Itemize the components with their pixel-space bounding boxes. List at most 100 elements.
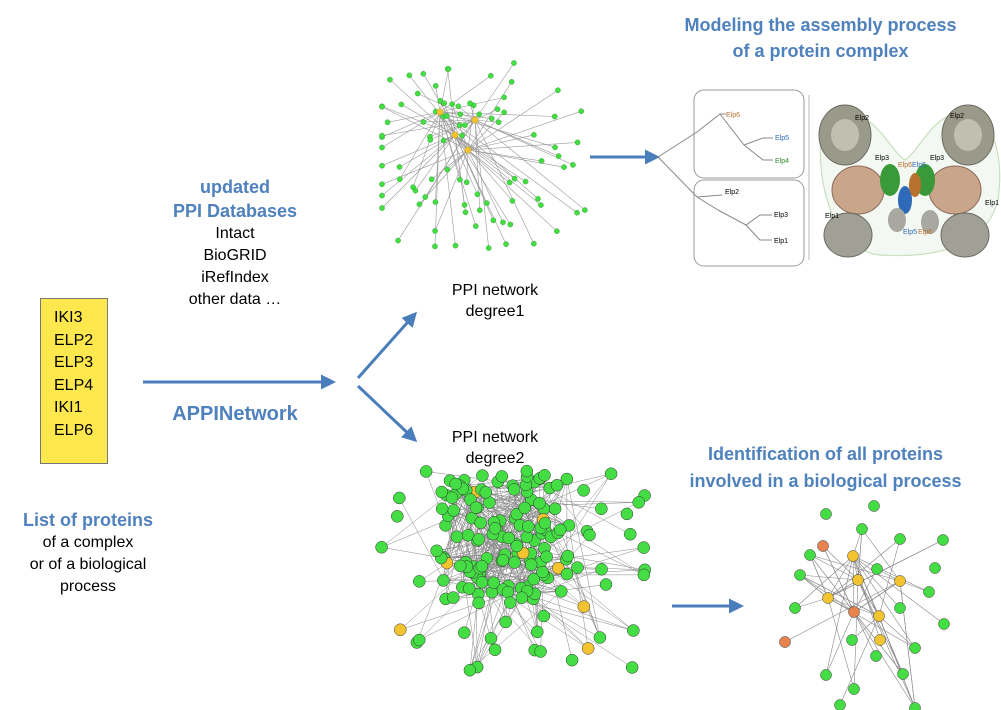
network-node	[444, 166, 451, 173]
network-node	[427, 137, 434, 143]
databases-title-line1: updated	[200, 177, 270, 197]
network-edge	[839, 615, 880, 706]
network-edge	[827, 597, 855, 690]
network-edge	[381, 111, 441, 148]
network-edge	[467, 112, 505, 151]
assembly-title-line2: of a protein complex	[732, 41, 909, 61]
network-node	[487, 576, 501, 589]
network-edge	[474, 62, 515, 121]
network-node	[462, 122, 468, 129]
network-node	[522, 520, 535, 533]
network-node	[432, 83, 439, 89]
network-edge	[559, 529, 601, 638]
network-node	[488, 72, 494, 79]
network-node	[533, 496, 546, 510]
network-edge	[419, 149, 469, 205]
network-edge	[853, 568, 878, 613]
network-node	[398, 101, 405, 108]
network-node	[510, 539, 524, 553]
tool-name: APPINetwork	[172, 403, 298, 425]
network-edge	[478, 539, 523, 598]
network-node	[483, 200, 490, 206]
network-node	[379, 162, 385, 169]
protein-item: ELP4	[54, 376, 94, 394]
network-edge	[474, 119, 490, 249]
network-edge	[476, 485, 514, 668]
network-node	[396, 164, 403, 170]
network-edge	[443, 554, 505, 558]
network-node	[561, 549, 575, 563]
network-node	[447, 591, 460, 604]
tree-label: Elp5	[775, 135, 789, 142]
database-item: iRefIndex	[201, 269, 269, 286]
network-node	[437, 97, 444, 104]
arrow-to-degree1	[356, 311, 417, 379]
network-node	[406, 72, 413, 79]
network-node	[494, 106, 501, 112]
network-node	[571, 561, 584, 574]
tree-label: Elp6	[726, 112, 740, 119]
network-edge	[852, 555, 945, 625]
network-node	[463, 179, 470, 186]
structure-label: Elp2	[855, 115, 869, 122]
network-edge	[466, 149, 469, 183]
network-node	[476, 207, 483, 214]
network-node	[874, 634, 886, 646]
network-node	[503, 241, 509, 247]
list-caption-line: of a complex	[42, 534, 134, 551]
network-node	[527, 572, 541, 586]
network-node	[595, 563, 608, 576]
network-node	[511, 175, 518, 182]
network-node	[445, 66, 452, 72]
tree-label: Elp1	[774, 238, 788, 245]
network-node	[488, 643, 502, 657]
network-edge	[474, 119, 559, 157]
network-node	[479, 486, 493, 499]
database-item: other data …	[188, 291, 282, 308]
network-edge	[853, 611, 916, 709]
network-edge	[412, 111, 441, 188]
network-node	[620, 507, 634, 521]
network-node	[894, 602, 906, 614]
network-edge	[809, 554, 901, 582]
network2-label: PPI network degree2	[425, 427, 565, 469]
structure-label: Elp3	[930, 155, 944, 162]
network-node	[395, 237, 401, 244]
assembly-title: Modeling the assembly process of a prote…	[640, 12, 1001, 64]
tree-label: Elp4	[775, 158, 789, 165]
network-edge	[399, 134, 456, 168]
network-node	[515, 591, 529, 604]
network-node	[485, 245, 492, 251]
network1-label: PPI network degree1	[425, 280, 565, 322]
network-edge	[476, 590, 528, 668]
network-node	[834, 699, 846, 710]
network-node	[462, 582, 476, 595]
network-node	[552, 144, 558, 151]
network-node	[923, 586, 935, 598]
network-node	[435, 502, 449, 515]
network-node	[551, 113, 558, 120]
network-node	[472, 223, 479, 229]
network-node	[455, 103, 462, 110]
network-node	[484, 632, 498, 645]
network-node	[394, 623, 407, 637]
network-node	[509, 198, 516, 204]
network-edge	[534, 569, 602, 595]
network-node	[577, 484, 590, 497]
network-node	[501, 94, 507, 101]
network-edge	[514, 473, 612, 519]
network-hub-node	[464, 146, 472, 154]
network-hub-node	[436, 108, 444, 116]
network-node	[379, 205, 385, 211]
network-edge	[458, 106, 476, 121]
network-edge	[467, 81, 512, 151]
network-node	[848, 683, 860, 695]
network-edge	[857, 579, 916, 709]
network-node	[413, 575, 426, 588]
network-node	[555, 585, 568, 598]
network-node	[387, 76, 393, 83]
identification-title-line2: involved in a biological process	[689, 471, 962, 491]
list-caption-line: or of a biological	[29, 556, 147, 573]
network-node	[463, 663, 477, 677]
network-edge	[549, 487, 588, 532]
